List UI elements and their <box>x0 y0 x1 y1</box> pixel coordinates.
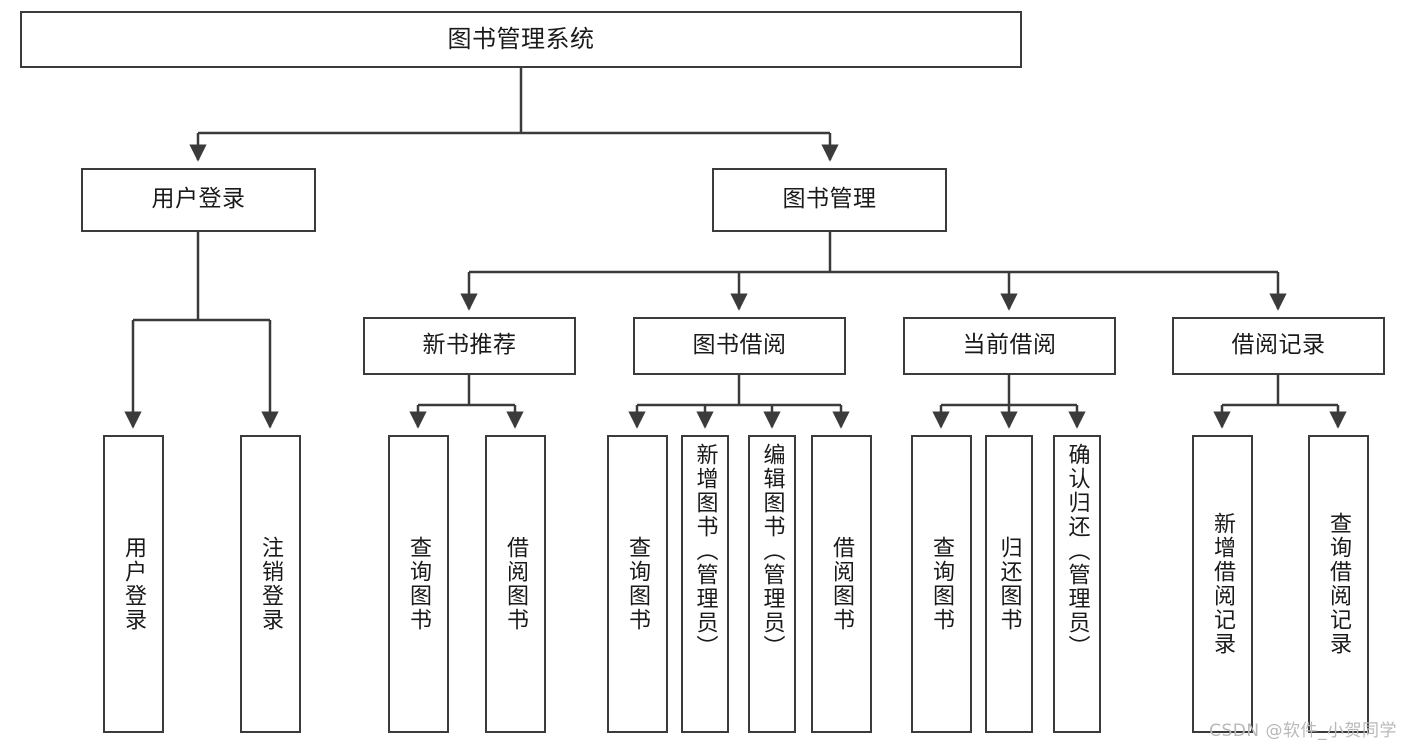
csdn-watermark: CSDN @软件_小贺同学 <box>1209 721 1397 741</box>
leaf-recommend-query-book[interactable]: 查询图书 <box>388 435 449 733</box>
node-borrow-record[interactable]: 借阅记录 <box>1172 317 1385 375</box>
leaf-label: 归还图书 <box>996 536 1022 632</box>
node-root-system[interactable]: 图书管理系统 <box>20 11 1022 68</box>
leaf-label: 借阅图书 <box>829 536 855 632</box>
leaf-label: 用户登录 <box>121 536 147 632</box>
node-book-borrow[interactable]: 图书借阅 <box>633 317 846 375</box>
leaf-label: 新增借阅记录 <box>1210 512 1236 656</box>
leaf-borrow-query-book[interactable]: 查询图书 <box>607 435 668 733</box>
leaf-record-add-record[interactable]: 新增借阅记录 <box>1192 435 1253 733</box>
leaf-recommend-borrow-book[interactable]: 借阅图书 <box>485 435 546 733</box>
node-new-book-recommend[interactable]: 新书推荐 <box>363 317 576 375</box>
leaf-borrow-borrow-book[interactable]: 借阅图书 <box>811 435 872 733</box>
leaf-label: 新增图书（管理员） <box>692 443 718 659</box>
node-user-login[interactable]: 用户登录 <box>81 168 316 232</box>
leaf-borrow-add-book-admin[interactable]: 新增图书（管理员） <box>681 435 729 733</box>
node-book-management[interactable]: 图书管理 <box>712 168 947 232</box>
leaf-label: 查询图书 <box>625 536 651 632</box>
leaf-record-query-record[interactable]: 查询借阅记录 <box>1308 435 1369 733</box>
leaf-current-return-book[interactable]: 归还图书 <box>985 435 1033 733</box>
leaf-label: 注销登录 <box>258 536 284 632</box>
leaf-label: 确认归还（管理员） <box>1064 443 1090 659</box>
leaf-label: 查询图书 <box>929 536 955 632</box>
leaf-user-login-login[interactable]: 用户登录 <box>103 435 164 733</box>
leaf-borrow-edit-book-admin[interactable]: 编辑图书（管理员） <box>748 435 796 733</box>
leaf-label: 编辑图书（管理员） <box>759 443 785 659</box>
leaf-label: 查询图书 <box>406 536 432 632</box>
leaf-label: 查询借阅记录 <box>1326 512 1352 656</box>
node-current-borrow[interactable]: 当前借阅 <box>903 317 1116 375</box>
leaf-user-login-logout[interactable]: 注销登录 <box>240 435 301 733</box>
leaf-label: 借阅图书 <box>503 536 529 632</box>
leaf-current-confirm-return-admin[interactable]: 确认归还（管理员） <box>1053 435 1101 733</box>
leaf-current-query-book[interactable]: 查询图书 <box>911 435 972 733</box>
